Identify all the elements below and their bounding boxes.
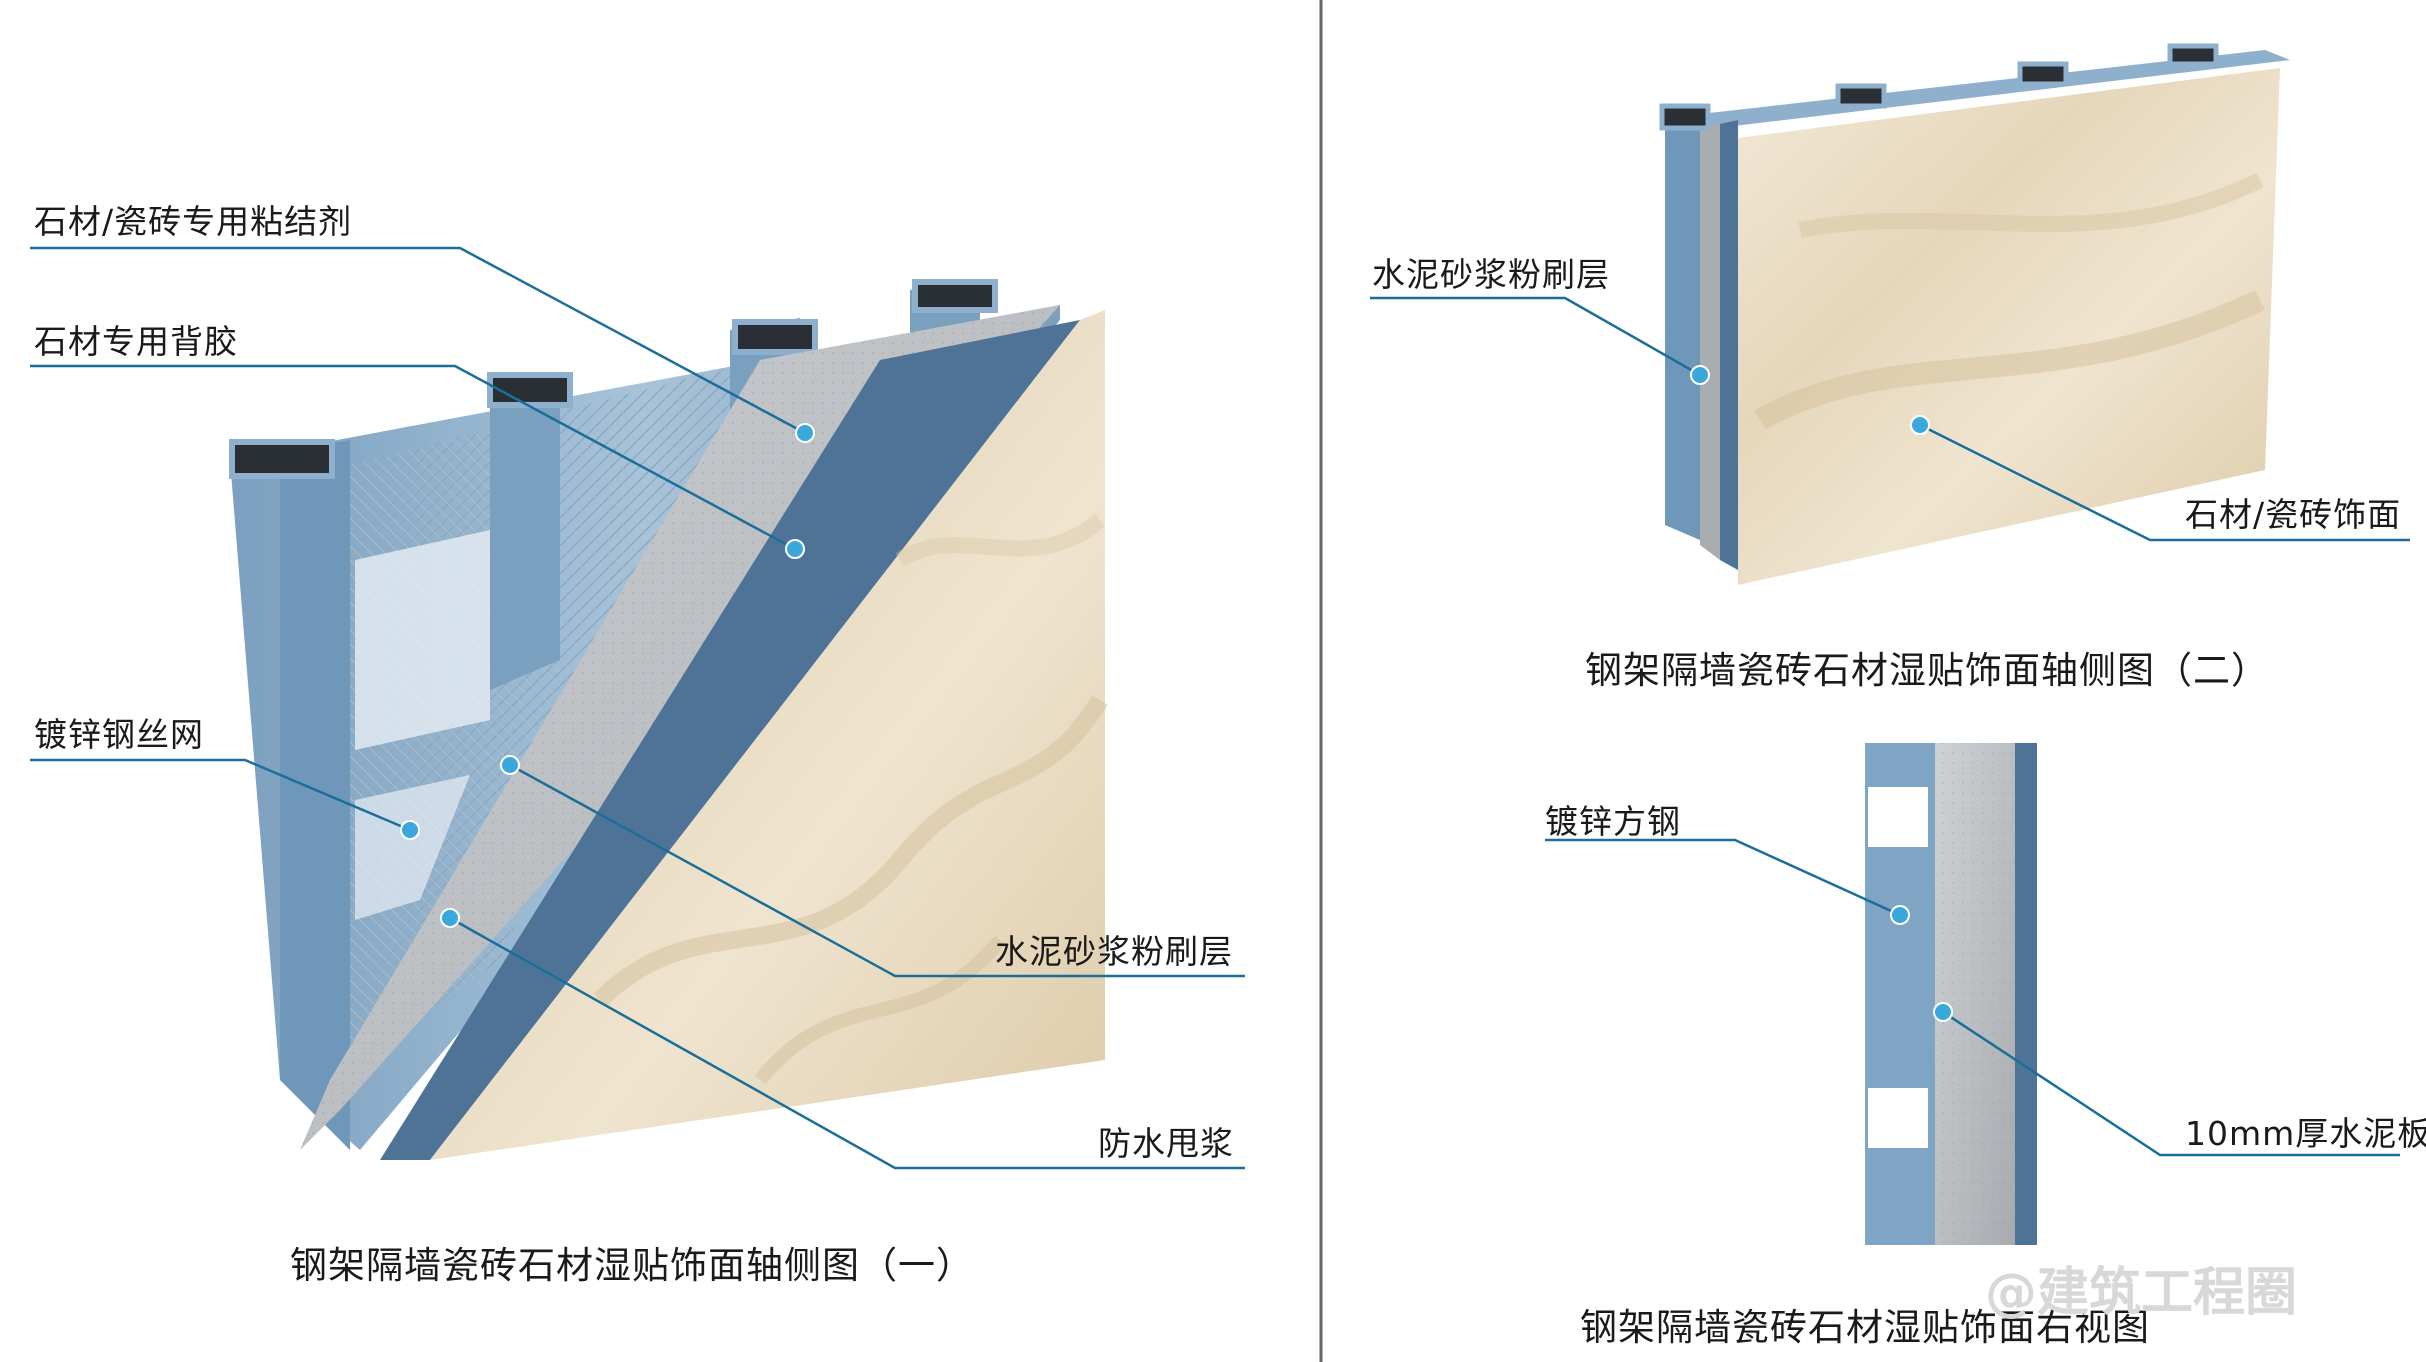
fig2-dark-side <box>1720 120 1738 570</box>
steel-stud <box>490 378 560 690</box>
stone-face <box>430 310 1105 1160</box>
leader-waterproof <box>449 916 1245 1170</box>
figure2-drawing <box>1659 43 2290 585</box>
fig2-steel-top <box>1665 50 2290 130</box>
fig2-mortar-side <box>1700 124 1720 560</box>
label-waterproof-slurry: 防水甩浆 <box>1098 1124 1234 1163</box>
leader-fig3-board <box>1942 1010 2400 1157</box>
label-cement-board: 10mm厚水泥板 <box>2185 1114 2426 1153</box>
leader-adhesive <box>30 246 806 435</box>
steel-tube-top <box>229 439 335 479</box>
leader-fig2-plaster <box>1370 296 1701 377</box>
watermark: @建筑工程圈 <box>1985 1263 2298 1323</box>
leader-fig3-steel <box>1545 838 1901 917</box>
fig3-hole <box>1868 1088 1928 1148</box>
fig2-tube <box>2167 43 2219 67</box>
steel-stud <box>230 440 350 1150</box>
leader-fig2-stone <box>1919 423 2410 542</box>
figure1-leader-dots <box>400 423 815 928</box>
label-stone-finish: 石材/瓷砖饰面 <box>2185 495 2402 534</box>
label-square-steel: 镀锌方钢 <box>1545 802 1681 841</box>
frame-opening <box>355 530 490 750</box>
figure3-leader-dots <box>1890 905 1953 1022</box>
label-adhesive: 石材/瓷砖专用粘结剂 <box>34 202 353 241</box>
caption-figure3: 钢架隔墙瓷砖石材湿贴饰面右视图 <box>1580 1306 2150 1349</box>
fig2-tube <box>1835 83 1887 109</box>
fig2-steel-side <box>1665 110 1700 540</box>
figure1-leaders <box>30 246 1245 1170</box>
fig3-finish-layer <box>2015 743 2037 1245</box>
fig2-stone-face <box>1738 68 2280 585</box>
caption-figure1: 钢架隔墙瓷砖石材湿贴饰面轴侧图（一） <box>290 1244 974 1287</box>
steel-tube-top <box>732 319 818 355</box>
label-cement-plaster-1: 水泥砂浆粉刷层 <box>995 932 1233 971</box>
figure2-leader-dots <box>1690 365 1930 435</box>
leader-steel-mesh <box>30 758 411 832</box>
steel-tube-top <box>912 279 998 313</box>
figure3-leaders <box>1545 838 2400 1157</box>
figure2-leaders <box>1370 296 2410 542</box>
frame-opening <box>355 775 470 920</box>
fig3-hole <box>1868 787 1928 847</box>
leader-back-glue <box>30 364 796 551</box>
fig2-tube <box>1659 103 1711 131</box>
label-cement-plaster-2: 水泥砂浆粉刷层 <box>1372 255 1610 294</box>
figure1-drawing <box>229 279 1108 1160</box>
caption-figure2: 钢架隔墙瓷砖石材湿贴饰面轴侧图（二） <box>1585 649 2269 692</box>
fig2-tube <box>2017 61 2069 87</box>
figure3-drawing <box>1865 743 2037 1245</box>
waterproof-slurry-band <box>380 320 1080 1160</box>
leader-cement-plaster <box>509 763 1245 978</box>
label-back-glue: 石材专用背胶 <box>34 322 238 361</box>
label-steel-mesh: 镀锌钢丝网 <box>34 715 204 754</box>
